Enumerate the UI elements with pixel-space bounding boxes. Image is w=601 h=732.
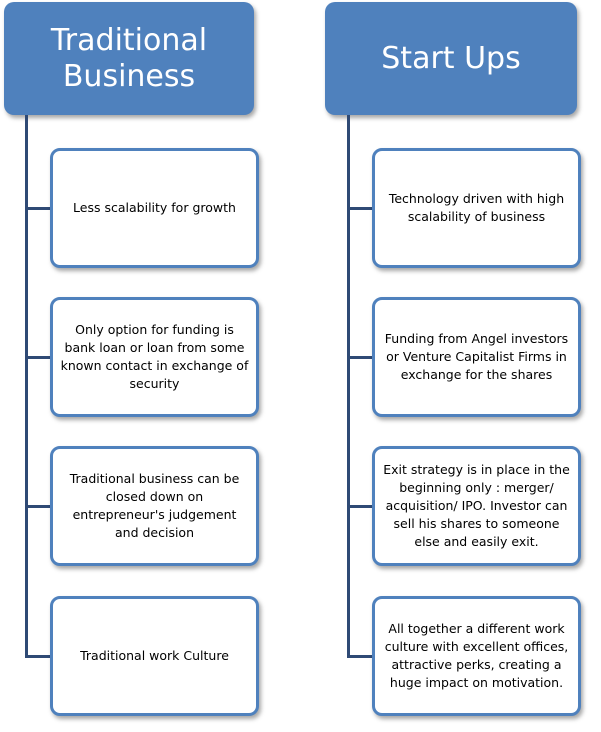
start-ups-item-4: All together a different work culture wi…: [372, 596, 581, 716]
start-ups-item-3: Exit strategy is in place in the beginni…: [372, 446, 581, 566]
start-ups-branch-4: [347, 655, 374, 658]
traditional-business-branch-2: [25, 356, 52, 359]
traditional-business-item-2: Only option for funding is bank loan or …: [50, 297, 259, 417]
start-ups-branch-1: [347, 207, 374, 210]
traditional-business-connector: [25, 115, 28, 657]
traditional-business-branch-3: [25, 505, 52, 508]
start-ups-header: Start Ups: [325, 2, 577, 115]
traditional-business-branch-1: [25, 207, 52, 210]
start-ups-item-2: Funding from Angel investors or Venture …: [372, 297, 581, 417]
start-ups-branch-2: [347, 356, 374, 359]
start-ups-branch-3: [347, 505, 374, 508]
traditional-business-item-4: Traditional work Culture: [50, 596, 259, 716]
traditional-business-header: Traditional Business: [4, 2, 254, 115]
start-ups-item-1: Technology driven with high scalability …: [372, 148, 581, 268]
traditional-business-item-3: Traditional business can be closed down …: [50, 446, 259, 566]
start-ups-connector: [347, 115, 350, 657]
traditional-business-branch-4: [25, 655, 52, 658]
traditional-business-item-1: Less scalability for growth: [50, 148, 259, 268]
